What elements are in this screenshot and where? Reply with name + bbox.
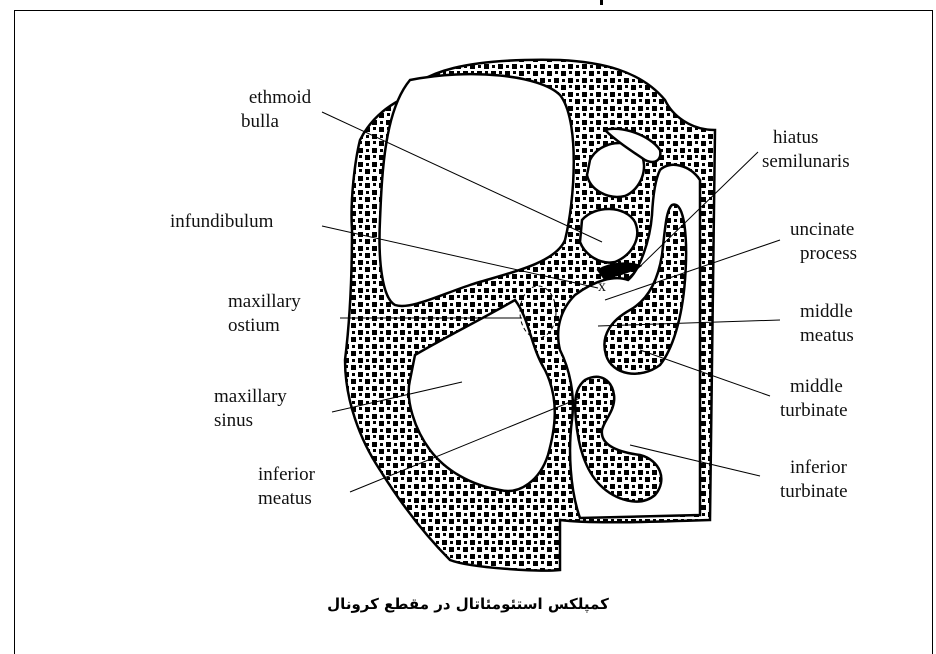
label-uncinate-process-2: process [800,242,857,266]
label-uncinate-process-1: uncinate [790,218,854,242]
label-inferior-turbinate-2: turbinate [780,480,848,504]
label-hiatus-semilunaris-1: hiatus [773,126,818,150]
label-middle-meatus-1: middle [800,300,853,324]
label-inferior-turbinate-1: inferior [790,456,847,480]
label-middle-turbinate-2: turbinate [780,399,848,423]
label-ethmoid-bulla-1: ethmoid [235,86,325,110]
label-middle-turbinate-1: middle [790,375,843,399]
label-inferior-meatus-2: meatus [258,487,312,511]
figure-caption: کمپلکس استئومئاتال در مقطع کرونال [0,595,936,613]
label-maxillary-sinus-1: maxillary [214,385,287,409]
label-inferior-meatus-1: inferior [258,463,315,487]
label-maxillary-ostium-1: maxillary [228,290,301,314]
label-ethmoid-bulla-2: bulla [235,110,285,134]
label-hiatus-semilunaris-2: semilunaris [762,150,850,174]
label-maxillary-ostium-2: ostium [228,314,280,338]
label-middle-meatus-2: meatus [800,324,854,348]
label-infundibulum: infundibulum [170,210,273,234]
label-maxillary-sinus-2: sinus [214,409,253,433]
x-mark: x [598,275,606,299]
